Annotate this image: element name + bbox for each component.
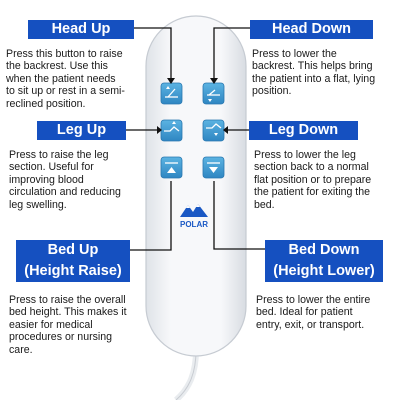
- leg-down-label: Leg Down: [249, 121, 358, 140]
- leg-down-icon: [206, 123, 222, 136]
- head-down-icon: [207, 89, 220, 102]
- head-down-label: Head Down: [250, 20, 373, 39]
- head-up-description: Press this button to raise the backrest.…: [6, 48, 125, 110]
- leg-down-description: Press to lower the leg section back to a…: [254, 149, 372, 211]
- head-down-description: Press to lower the backrest. This helps …: [252, 48, 376, 98]
- head-up-icon: [165, 86, 178, 98]
- bed-down-button: [202, 156, 225, 179]
- remote-body: [145, 15, 247, 357]
- head-down-button: [202, 82, 225, 105]
- leg-up-description: Press to raise the leg section. Useful f…: [9, 149, 121, 211]
- bed-up-label-line2: (Height Raise): [24, 263, 122, 279]
- leg-up-label: Leg Up: [37, 121, 126, 140]
- power-cable: [173, 349, 199, 400]
- bed-up-description: Press to raise the overall bed height. T…: [9, 294, 127, 356]
- triangle-up-icon: [165, 162, 178, 173]
- head-down-connector: [213, 27, 250, 80]
- triangle-down-icon: [207, 162, 220, 173]
- leg-up-button: [160, 119, 183, 142]
- bed-down-description: Press to lower the entire bed. Ideal for…: [256, 294, 371, 331]
- head-up-button: [160, 82, 183, 105]
- bed-down-connector: [213, 181, 265, 250]
- leg-up-icon: [164, 121, 180, 132]
- mountain-icon: [180, 204, 208, 217]
- bed-up-connector: [130, 181, 172, 251]
- brand-logo-text: POLAR: [180, 220, 208, 229]
- bed-down-label-line2: (Height Lower): [273, 263, 375, 279]
- bed-down-label: Bed Down (Height Lower): [265, 240, 383, 282]
- leg-down-button: [202, 119, 225, 142]
- head-up-connector: [134, 27, 172, 80]
- connector-lines: [126, 27, 265, 251]
- bed-up-button: [160, 156, 183, 179]
- bed-up-label-line1: Bed Up: [47, 242, 99, 258]
- bed-up-label: Bed Up (Height Raise): [16, 240, 130, 282]
- bed-down-label-line1: Bed Down: [288, 242, 360, 258]
- head-up-label: Head Up: [28, 20, 134, 39]
